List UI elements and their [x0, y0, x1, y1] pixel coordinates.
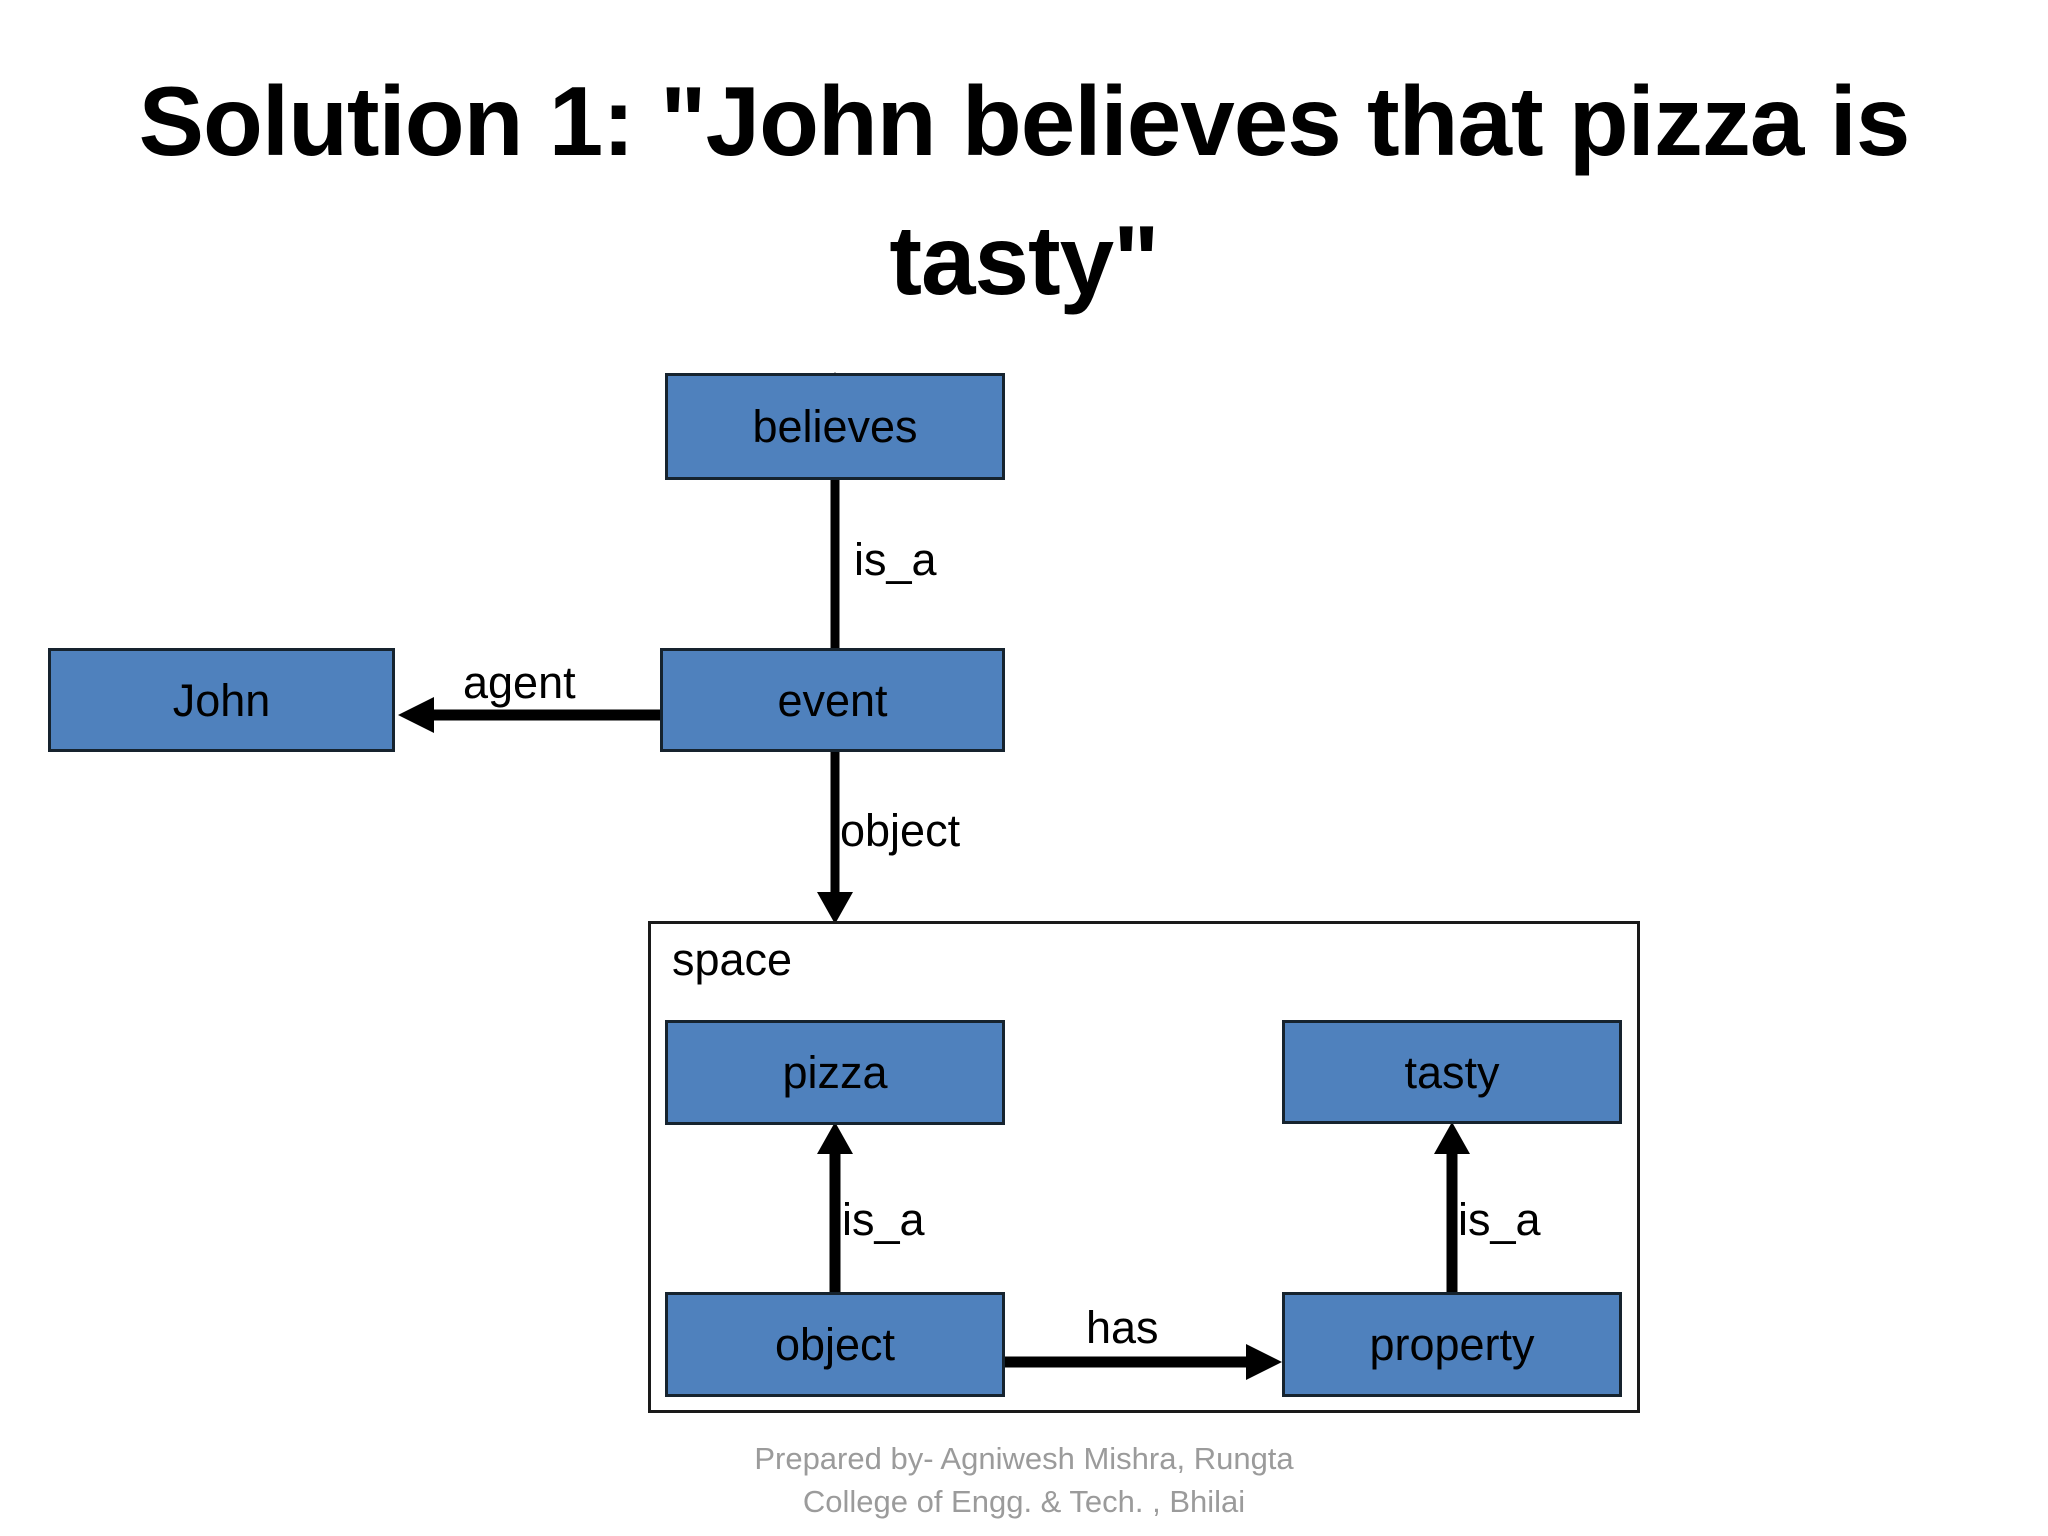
- node-believes-label: believes: [752, 401, 918, 452]
- node-object-label: object: [774, 1319, 896, 1370]
- edge-label-is-a-believes: is_a: [854, 534, 937, 585]
- space-container-label: space: [672, 934, 793, 985]
- edge-label-agent: agent: [463, 657, 576, 708]
- node-tasty-label: tasty: [1404, 1046, 1500, 1098]
- node-believes[interactable]: believes: [665, 373, 1005, 480]
- node-john-label: John: [172, 674, 271, 726]
- node-property[interactable]: property: [1282, 1292, 1622, 1397]
- node-event[interactable]: event: [660, 648, 1005, 752]
- edge-label-object: object: [840, 805, 961, 856]
- node-pizza-label: pizza: [782, 1047, 888, 1098]
- node-tasty[interactable]: tasty: [1282, 1020, 1622, 1124]
- node-pizza[interactable]: pizza: [665, 1020, 1005, 1125]
- footer-line-2: College of Engg. & Tech. , Bhilai: [802, 1483, 1246, 1519]
- space-container: [648, 921, 1640, 1413]
- edge-label-is-a-tasty: is_a: [1458, 1194, 1541, 1245]
- edge-label-is-a-pizza: is_a: [842, 1194, 925, 1245]
- edge-label-has: has: [1086, 1302, 1159, 1353]
- node-event-label: event: [777, 674, 888, 726]
- footer: Prepared by- Agniwesh Mishra, Rungta Col…: [524, 1438, 1524, 1524]
- node-property-label: property: [1369, 1319, 1535, 1370]
- page-title: Solution 1: "John believes that pizza is…: [138, 66, 1911, 316]
- node-john[interactable]: John: [48, 648, 395, 752]
- footer-line-1: Prepared by- Agniwesh Mishra, Rungta: [754, 1441, 1294, 1476]
- node-object[interactable]: object: [665, 1292, 1005, 1397]
